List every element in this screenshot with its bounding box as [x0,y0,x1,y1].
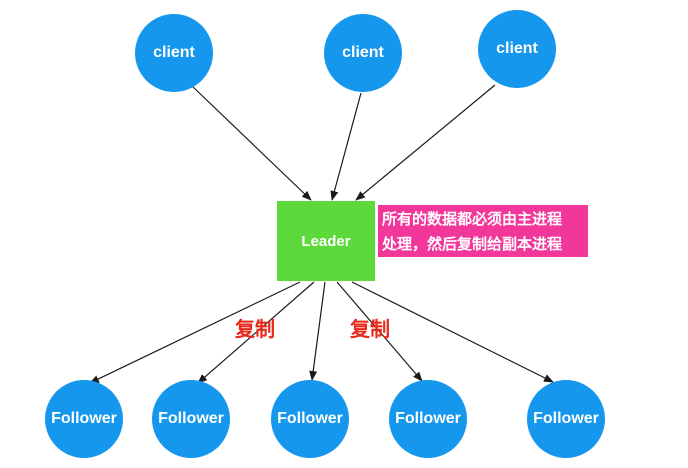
note-line-1: 所有的数据都必须由主进程 [382,210,563,228]
client-node-2: client [324,14,402,92]
follower-label: Follower [51,410,117,427]
edge-client-2-to-leader [330,92,362,201]
follower-label: Follower [395,410,461,427]
follower-label: Follower [277,410,343,427]
copy-label-left: 复制 [235,317,275,341]
client-label: client [342,44,384,61]
copy-label-right: 复制 [350,317,390,341]
edge-leader-to-follower-2 [197,281,315,384]
follower-node-1: Follower [45,380,123,458]
follower-node-2: Follower [152,380,230,458]
leader-label: Leader [301,232,351,250]
follower-node-4: Follower [389,380,467,458]
client-label: client [153,44,195,61]
client-label: client [496,40,538,57]
follower-label: Follower [158,410,224,427]
edge-leader-to-follower-5 [351,281,554,383]
follower-node-5: Follower [527,380,605,458]
client-node-3: client [478,10,556,88]
client-node-1: client [135,14,213,92]
leader-node: Leader [277,201,375,281]
edge-leader-to-follower-4 [336,281,423,382]
follower-node-3: Follower [271,380,349,458]
edge-client-3-to-leader [355,84,496,201]
edge-client-1-to-leader [191,85,312,201]
leader-note: 所有的数据都必须由主进程 处理，然后复制给副本进程 [378,205,588,257]
edge-leader-to-follower-3 [309,281,326,381]
follower-label: Follower [533,410,599,427]
note-line-2: 处理，然后复制给副本进程 [382,235,563,253]
edge-leader-to-follower-1 [89,281,301,384]
